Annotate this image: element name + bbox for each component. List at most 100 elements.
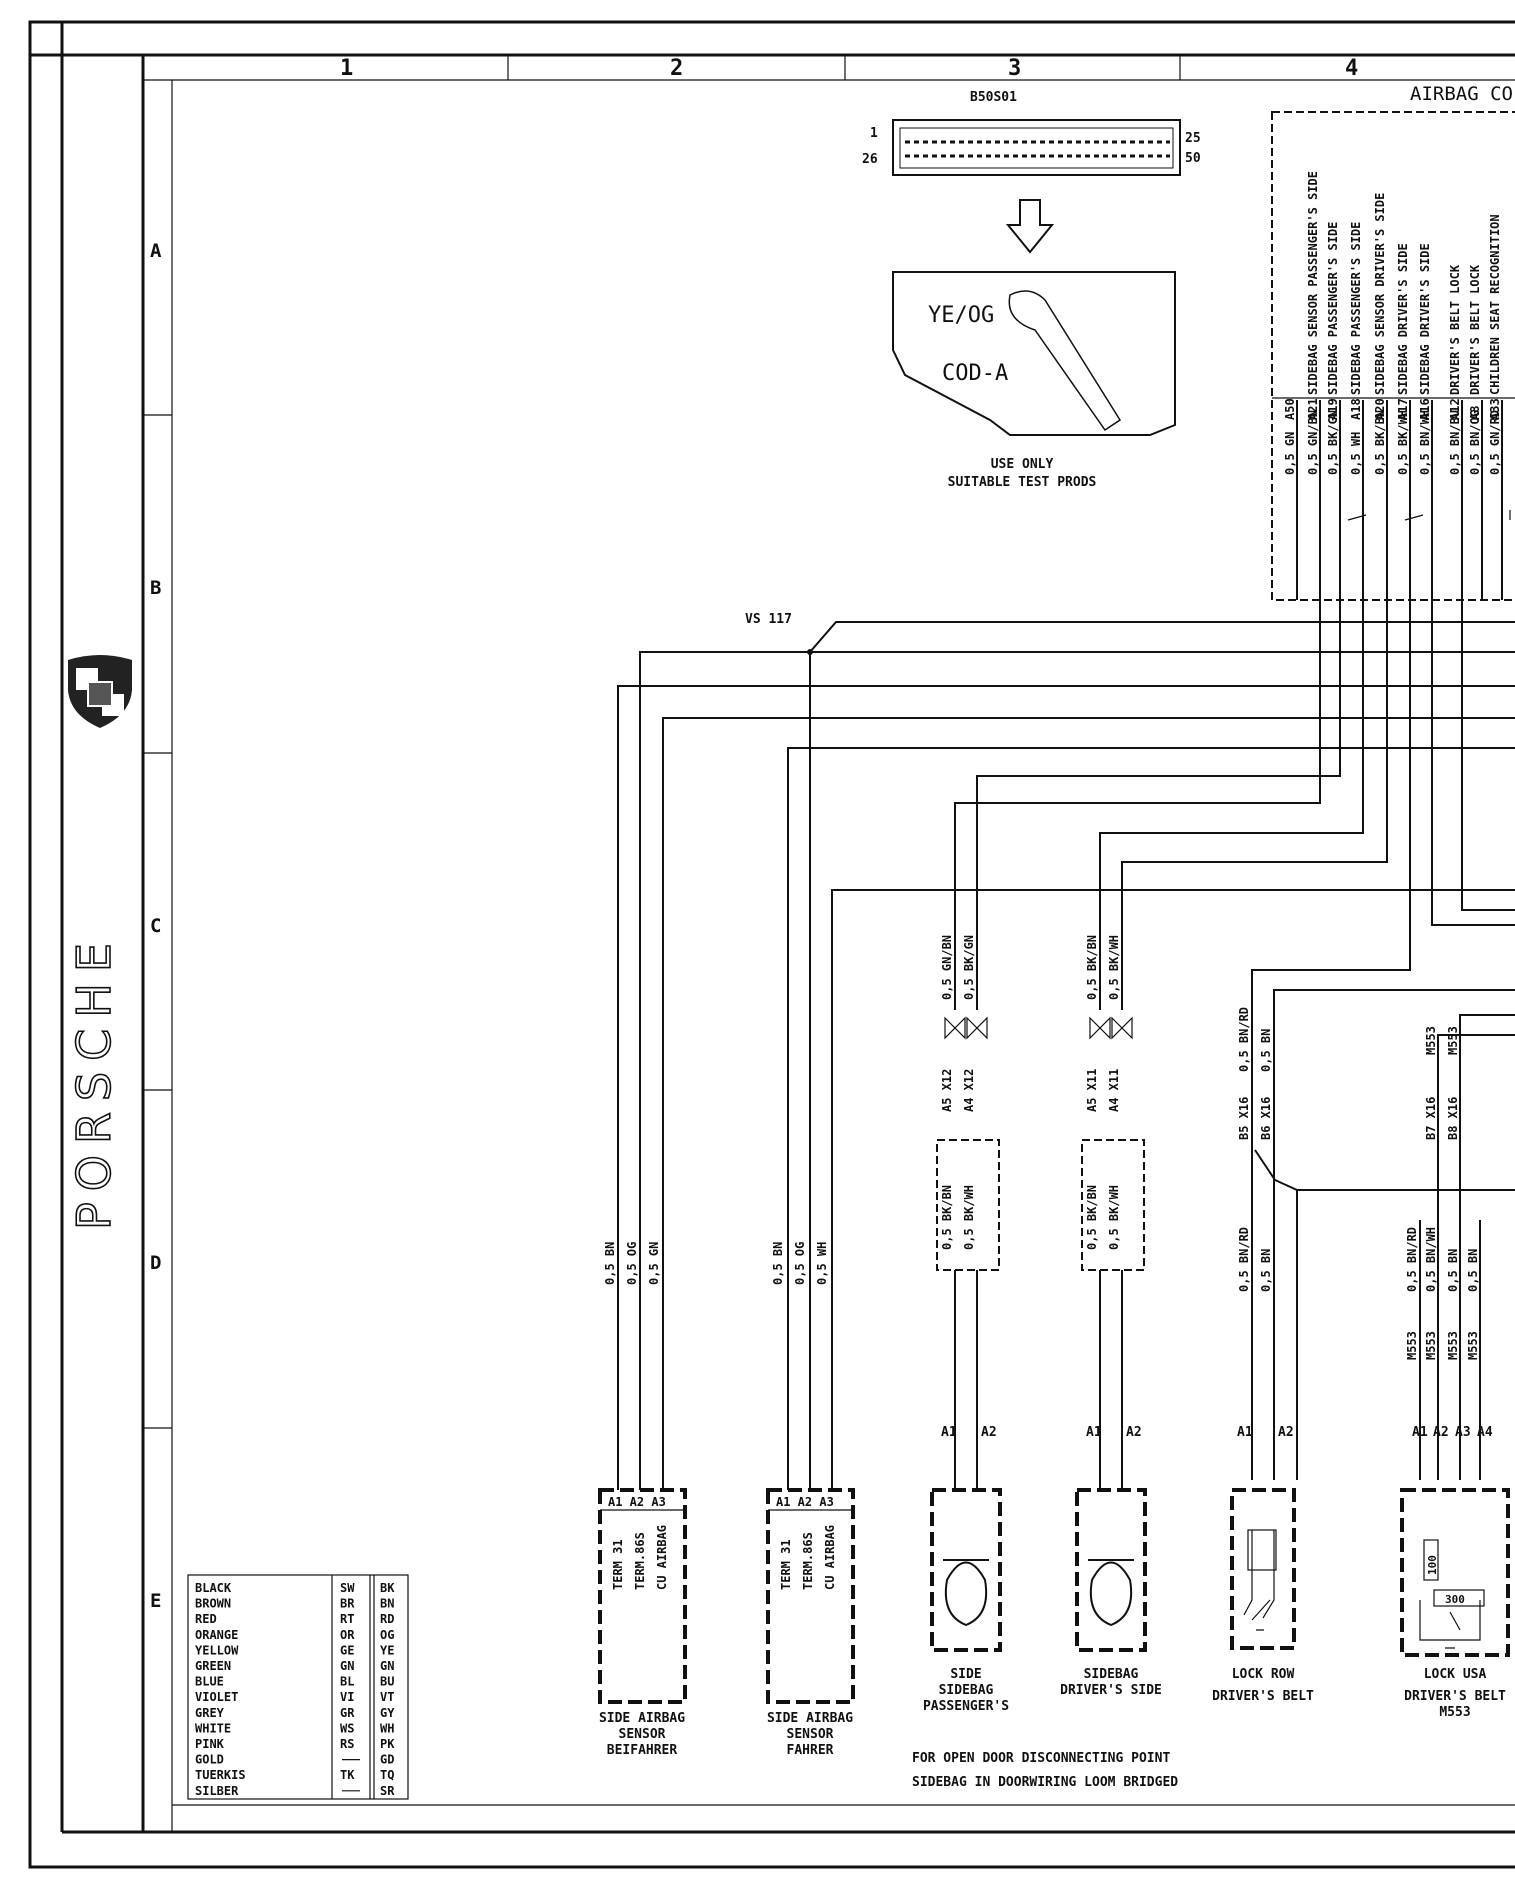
sensor-label: BEIFAHRER xyxy=(607,1743,678,1758)
cu-pin-number: A21 xyxy=(1306,398,1320,420)
resistor-value: 300 xyxy=(1445,1593,1465,1606)
legend-english-code: PK xyxy=(380,1737,395,1751)
lock-usa-label: DRIVER'S BELT xyxy=(1404,1689,1506,1704)
cu-pin-wire: 0,5 WH xyxy=(1349,432,1363,475)
row-label: C xyxy=(150,915,161,937)
legend-english-code: WH xyxy=(380,1721,394,1735)
cu-pin-number: A17 xyxy=(1396,398,1410,420)
wire-label: 0,5 BN xyxy=(1259,1249,1273,1292)
legend-english-code: GN xyxy=(380,1659,394,1673)
wire-label: 0,5 BN/WH xyxy=(1424,1227,1438,1292)
wire-label: 0,5 BK/BN xyxy=(1085,935,1099,1000)
wire-label: 0,5 BK/BN xyxy=(1085,1185,1099,1250)
sensor-pin-function: TERM.86S xyxy=(801,1532,815,1590)
legend-german-code: OR xyxy=(340,1628,355,1642)
connector-pin-label: 1 xyxy=(870,126,878,141)
pin-label: A2 xyxy=(1278,1425,1294,1440)
connector-note: USE ONLY xyxy=(991,457,1054,472)
cu-pin-wire: 0,5 BN/OG xyxy=(1468,410,1482,475)
x-pin-label: A4 X12 xyxy=(962,1069,976,1112)
sensor-pin-function: TERM 31 xyxy=(611,1539,625,1590)
pin-label: A1 xyxy=(1086,1425,1102,1440)
cu-pin-desc: SIDEBAG DRIVER'S SIDE xyxy=(1396,243,1410,395)
legend-english-code: RD xyxy=(380,1612,394,1626)
porsche-crest-icon xyxy=(68,655,132,728)
row-label: D xyxy=(150,1252,161,1274)
pin-label: A1 xyxy=(1412,1425,1428,1440)
cu-pin-number: A19 xyxy=(1326,398,1340,420)
wire-label: 0,5 BN xyxy=(771,1242,785,1285)
cu-pin-wire: 0,5 BK/BN xyxy=(1373,410,1387,475)
sidebag-note: SIDEBAG IN DOORWIRING LOOM BRIDGED xyxy=(912,1775,1178,1790)
connector-pin-label: 25 xyxy=(1185,131,1201,146)
wire-label: 0,5 BN xyxy=(1466,1249,1480,1292)
legend-english-code: GY xyxy=(380,1706,395,1720)
pin-label: A1 xyxy=(941,1425,957,1440)
wire-label: 0,5 BK/WH xyxy=(1107,935,1121,1000)
legend-english-code: SR xyxy=(380,1784,395,1798)
legend-color-name: BLACK xyxy=(195,1581,232,1595)
x-pin-label: A4 X11 xyxy=(1107,1069,1121,1112)
row-labels: A B C D E xyxy=(150,240,162,1612)
sensor-label: FAHRER xyxy=(787,1743,834,1758)
connector-pin-label: 26 xyxy=(862,152,878,167)
cu-pin-desc: SIDEBAG PASSENGER'S SIDE xyxy=(1349,222,1363,395)
legend-german-code: RS xyxy=(340,1737,354,1751)
legend-color-name: TUERKIS xyxy=(195,1768,246,1782)
x-pin-label: B8 X16 xyxy=(1446,1097,1460,1140)
connector-name: B50S01 xyxy=(970,90,1017,105)
wire-label: 0,5 BK/WH xyxy=(1107,1185,1121,1250)
sidebag-label: PASSENGER'S xyxy=(923,1699,1009,1714)
x-pin-label: A5 X11 xyxy=(1085,1069,1099,1112)
legend-color-name: VIOLET xyxy=(195,1690,238,1704)
legend-english-code: BK xyxy=(380,1581,395,1595)
connector-note: SUITABLE TEST PRODS xyxy=(948,475,1097,490)
wire-label: 0,5 GN/BN xyxy=(940,935,954,1000)
legend-german-code: VI xyxy=(340,1690,354,1704)
cu-pin-wire: 0,5 BN/WH xyxy=(1418,410,1432,475)
wire-label: 0,5 BN/RD xyxy=(1237,1007,1251,1072)
wire-label: M553 xyxy=(1405,1331,1419,1360)
wire-label: 0,5 OG xyxy=(625,1242,639,1285)
legend-color-name: BLUE xyxy=(195,1675,224,1689)
legend-english-code: OG xyxy=(380,1628,394,1642)
wire-label: 0,5 BN xyxy=(1446,1249,1460,1292)
cu-pin-wire: 0,5 BN/BU xyxy=(1448,410,1462,475)
pin-label: A3 xyxy=(1455,1425,1471,1440)
sensor-pins: A1 A2 A3 xyxy=(608,1495,666,1509)
wire-label: 0,5 BN/RD xyxy=(1237,1227,1251,1292)
wire-label: M553 xyxy=(1446,1026,1460,1055)
wire-label: 0,5 BN/RD xyxy=(1405,1227,1419,1292)
legend-color-name: WHITE xyxy=(195,1721,231,1735)
legend-english-code: TQ xyxy=(380,1768,394,1782)
wire-label: 0,5 BN xyxy=(603,1242,617,1285)
cu-pin-wire: 0,5 BK/WH xyxy=(1396,410,1410,475)
wire-label: M553 xyxy=(1466,1331,1480,1360)
sensor-pin-function: TERM 31 xyxy=(779,1539,793,1590)
sidebag-module: 0,5 BK/BN 0,5 BK/WH A5 X11 A4 X11 0,5 BK/BN 0… xyxy=(1060,935,1162,1698)
row-label: B xyxy=(150,577,161,599)
column-label: 1 xyxy=(340,56,353,81)
resistor-value: 100 xyxy=(1426,1555,1439,1575)
cu-pin-number: A50 xyxy=(1283,398,1297,420)
cu-pin-number: A12 xyxy=(1448,398,1462,420)
wire-label: M553 xyxy=(1446,1331,1460,1360)
legend-german-code: GN xyxy=(340,1659,354,1673)
cu-pin-wire: 0,5 GN/RD xyxy=(1488,410,1502,475)
cu-pin-desc: CHILDREN SEAT RECOGNITION xyxy=(1488,214,1502,395)
x-pin-label: B6 X16 xyxy=(1259,1097,1273,1140)
legend-color-name: GREEN xyxy=(195,1659,231,1673)
pin-label: A2 xyxy=(1433,1425,1449,1440)
wire-label: M553 xyxy=(1424,1026,1438,1055)
control-unit-title: AIRBAG CO xyxy=(1410,83,1513,105)
legend-row: GREEN GN GN xyxy=(195,1659,394,1673)
